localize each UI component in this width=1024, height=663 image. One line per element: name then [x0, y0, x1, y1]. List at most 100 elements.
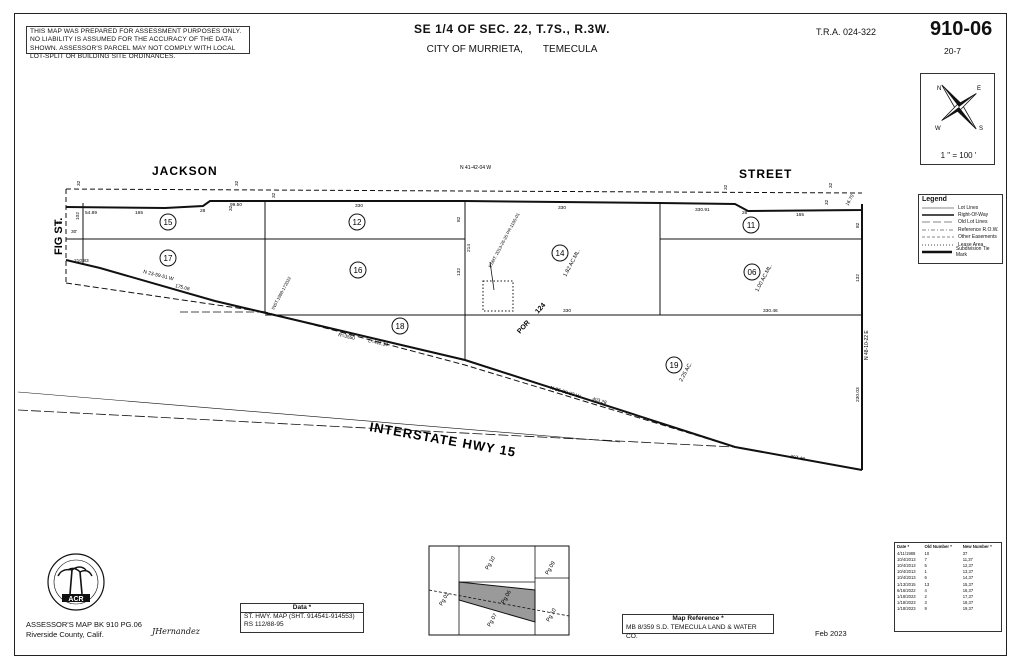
north-w: W: [935, 126, 941, 132]
history-cell: 13: [924, 581, 930, 587]
dim-330a: 330: [355, 203, 363, 209]
fig-st-label: FIG ST.: [53, 218, 65, 255]
history-cell: 10: [924, 550, 930, 556]
legend-label: Subdivision Tie Mark: [955, 246, 990, 259]
parcel-18[interactable]: 18: [391, 317, 409, 335]
map-reference-value: MB 8/359 S.D. TEMECULA LAND & WATER CO.: [626, 624, 757, 640]
hwy-ref-line-a: [17, 409, 735, 448]
jackson-bearing: N 41-42-04 W: [460, 165, 491, 171]
dim-30b: 30': [71, 229, 77, 235]
history-cell: 10/4/2013: [897, 556, 916, 562]
parcel-15[interactable]: 15: [159, 213, 177, 231]
bearing-3: N 48-10-22 E: [864, 330, 870, 360]
dim-32a: 32: [76, 180, 82, 186]
seal-text: ACR: [68, 596, 83, 603]
parcel-15-number: 15: [164, 218, 173, 227]
jackson-label: JACKSON: [152, 164, 218, 178]
bearing-1: N 23-59-51 W: [143, 269, 175, 282]
history-header-new: New Number *: [962, 544, 992, 549]
interstate-label: INTERSTATE HWY 15: [368, 419, 517, 460]
parcel-16[interactable]: 16: [349, 261, 367, 279]
dim-32f: 32: [824, 199, 830, 205]
history-cell: 2: [924, 593, 927, 599]
history-cell: 15,37: [962, 581, 974, 587]
history-cell: 14,37: [962, 575, 974, 581]
footer-map-book: ASSESSOR'S MAP BK 910 PG.06: [26, 620, 142, 629]
dim-28b: 28: [742, 210, 748, 216]
history-header-date: Date *: [897, 544, 910, 549]
legend-item: Old Lot Lines: [919, 219, 1002, 226]
parcel-18-number: 18: [396, 322, 405, 331]
legend-item: Other Easements: [919, 234, 1002, 241]
dim-175: 175.08: [175, 283, 191, 292]
map-subtitle: CITY OF MURRIETA,TEMECULA: [0, 44, 1024, 55]
history-cell: 37: [962, 550, 968, 556]
seal-icon: ACR: [47, 553, 105, 611]
map-number: 910-06: [930, 18, 993, 40]
street-label: STREET: [739, 167, 792, 181]
parcel-12-number: 12: [353, 218, 362, 227]
history-cell: 4: [924, 587, 927, 593]
legend-item: Subdivision Tie Mark: [919, 246, 1002, 259]
legend-box: Legend Lot Lines Right-Of-Way Old Lot Li…: [918, 194, 1003, 264]
data-box: Data * ST. HWY. MAP (SHT. 914541-914553)…: [240, 603, 364, 633]
esmt-leader: [489, 261, 495, 291]
history-cell: 10/4/2013: [897, 562, 916, 568]
sub-number: 20-7: [944, 46, 962, 56]
freeway-row-line: [65, 282, 736, 448]
north-n: N: [937, 86, 941, 92]
history-cell: 1: [924, 569, 927, 575]
legend-item: Reference R.O.W.: [919, 226, 1002, 233]
history-cell: 9: [924, 606, 927, 612]
dim-32g: 32: [228, 205, 234, 211]
parcel-12[interactable]: 12: [348, 213, 366, 231]
history-cell: 19,37: [962, 606, 974, 612]
data-box-line2: RS 112/88-95: [244, 621, 284, 628]
parcel-06[interactable]: 06: [743, 263, 761, 281]
esmt-label: ESMT. 2013-26-25 PR-1105-01: [487, 212, 520, 269]
dim-28a: 28: [200, 208, 206, 214]
inst-label: INST.1988-172022: [270, 275, 292, 310]
dim-165b: 165: [796, 212, 804, 218]
dim-330c: 330.91: [695, 207, 710, 213]
north-boundary: [65, 200, 863, 213]
dim-132b: 132: [855, 274, 861, 282]
parcel-14[interactable]: 14: [551, 244, 569, 262]
por-number: 124: [534, 302, 547, 315]
legend-item: Right-Of-Way: [919, 211, 1002, 218]
parcel-14-number: 14: [556, 249, 565, 258]
parcel-11[interactable]: 11: [742, 216, 760, 234]
bearing-labels: N 23-59-51 W N 25-00-07 W N 48-10-22 E I…: [143, 212, 870, 400]
dim-207: 207.48: [790, 454, 806, 463]
parcel-17-number: 17: [164, 254, 173, 263]
data-box-title: Data *: [241, 604, 363, 613]
dim-30a: 30': [56, 220, 62, 226]
history-cell: 1/18/2023: [897, 600, 916, 606]
history-cell: 1/18/2023: [897, 606, 916, 612]
history-cell: 6/16/2022: [897, 587, 916, 593]
hwy-ref-line-b: [17, 391, 621, 443]
history-cell: 6: [924, 575, 927, 581]
legend-label: Lot Lines: [958, 204, 979, 211]
history-cell: 10/4/2013: [897, 569, 916, 575]
history-cell: 4/11/1988: [897, 550, 916, 556]
history-cell: 11,37: [962, 556, 973, 562]
por-label: POR: [516, 319, 531, 335]
inset-map: Pg 10 Pg 09 Pg 02 Pg 06 Pg 07 Pg 10: [428, 545, 570, 636]
tra-number: T.R.A. 024-322: [816, 27, 877, 37]
north-arrow-box: N E S W 1 " = 100 ': [920, 73, 995, 165]
north-s: S: [979, 126, 983, 132]
lease-area: [482, 280, 514, 312]
history-cell: 16,37: [962, 587, 974, 593]
footer-county: Riverside County, Calif.: [26, 630, 104, 639]
history-row: 6/16/2022 4 16,37: [895, 587, 1001, 593]
legend-label: Old Lot Lines: [958, 219, 988, 226]
dim-99: 99.50: [230, 202, 242, 208]
scale-label: 1 " = 100 ': [940, 151, 977, 160]
parcel-17[interactable]: 17: [159, 249, 177, 267]
parcel-19[interactable]: 19: [665, 356, 683, 374]
